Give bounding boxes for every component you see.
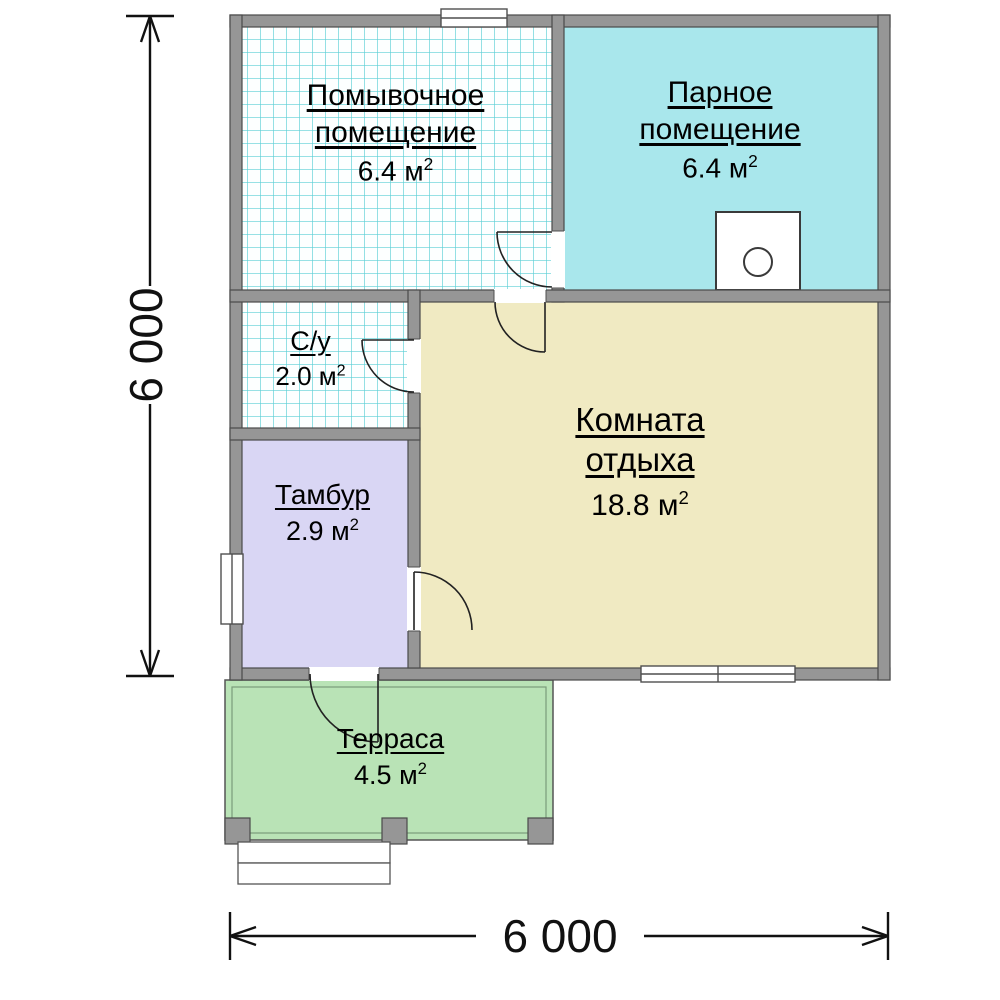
steam-room-area: 6.4 м2	[682, 151, 758, 184]
stove	[715, 211, 801, 291]
width-dimension-label: 6 000	[502, 910, 617, 962]
washing-room-floor	[242, 27, 552, 290]
terrace-area	[224, 679, 554, 841]
door-vestibule-terrace	[309, 673, 379, 743]
rest-room-area: 18.8 м2	[591, 486, 689, 522]
wall-wc-vestibule	[229, 427, 421, 441]
door-wc	[361, 339, 415, 393]
doors	[309, 231, 553, 743]
terrace-posts	[224, 817, 554, 845]
window-top	[440, 8, 508, 28]
terrace-steps	[237, 841, 391, 885]
terrace-area-value: 4.5 м2	[354, 759, 427, 791]
room-label-wc: С/у 2.0 м2	[248, 325, 373, 393]
vestibule-floor	[242, 440, 408, 668]
washing-room-name: Помывочное помещение	[306, 79, 485, 149]
windows	[220, 8, 796, 683]
dimension-height	[126, 14, 174, 678]
door-washing-rest	[494, 301, 546, 353]
wc-floor	[242, 302, 408, 428]
wall-middle-horizontal	[229, 289, 891, 303]
room-label-vestibule: Тамбур 2.9 м2	[250, 478, 395, 548]
room-fills	[242, 27, 878, 668]
dimension-width	[228, 912, 890, 960]
room-label-rest: Комната отдыха 18.8 м2	[530, 400, 750, 524]
vestibule-area: 2.9 м2	[286, 515, 359, 547]
washing-room-area: 6.4 м2	[357, 154, 434, 187]
height-dimension-label: 6 000	[120, 287, 172, 402]
wc-name: С/у	[290, 326, 331, 356]
vestibule-name: Тамбур	[274, 479, 371, 510]
door-vestibule-rest	[413, 571, 473, 631]
steam-room-name: Парное помещение	[639, 76, 801, 146]
rest-room-floor	[420, 302, 878, 668]
room-label-steam: Парное помещение 6.4 м2	[620, 75, 820, 186]
window-left	[220, 553, 244, 625]
wall-right	[877, 14, 891, 681]
wall-left	[229, 14, 243, 681]
room-label-terrace: Терраса 4.5 м2	[308, 722, 473, 792]
door-openings	[309, 231, 565, 681]
room-label-washing: Помывочное помещение 6.4 м2	[248, 78, 543, 189]
door-jambs	[308, 230, 564, 680]
rest-room-name: Комната отдыха	[575, 401, 705, 479]
terrace-name: Терраса	[336, 723, 445, 754]
door-steam-washing	[496, 231, 553, 288]
wc-area: 2.0 м2	[275, 360, 346, 391]
window-bottom	[640, 665, 796, 683]
